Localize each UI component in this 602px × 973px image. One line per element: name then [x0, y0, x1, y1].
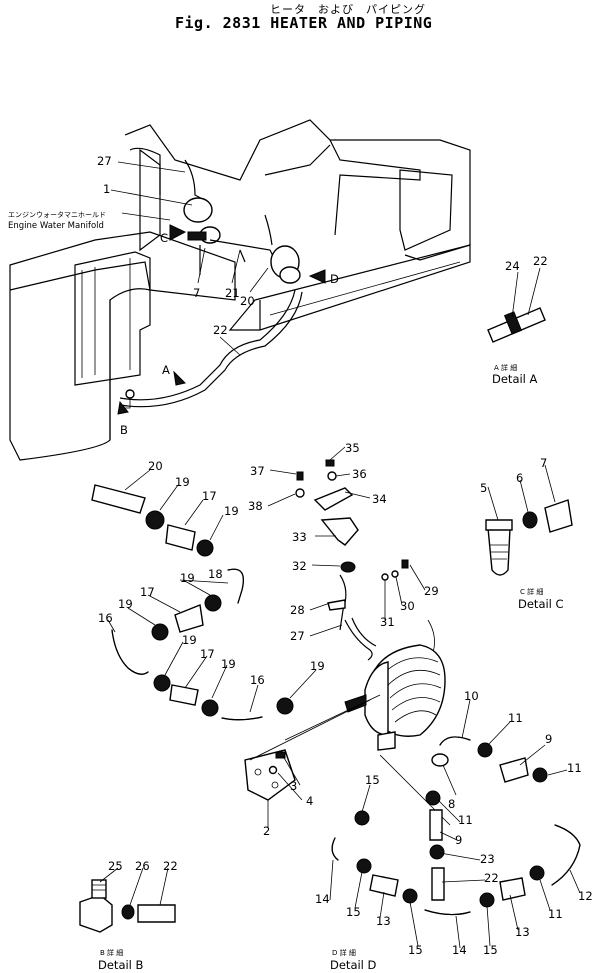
callout-20b: 20: [148, 459, 163, 473]
callout-30: 30: [400, 599, 415, 613]
callout-7: 7: [193, 286, 200, 300]
main-assembly-parts: C D A B: [117, 159, 339, 437]
heater-mount-parts: [295, 459, 409, 661]
arrow-d-label: D: [330, 272, 339, 286]
callout-1: 1: [103, 182, 110, 196]
callout-17a: 17: [202, 489, 217, 503]
title-japanese: ヒータ および パイピング: [270, 3, 426, 16]
detail-a-callout-24: 24: [505, 259, 520, 273]
callout-22d: 22: [484, 871, 499, 885]
callout-18: 18: [208, 567, 223, 581]
callout-15c: 15: [408, 943, 423, 957]
callout-20: 20: [240, 294, 255, 308]
callout-4: 4: [306, 794, 313, 808]
callout-9b: 9: [455, 833, 462, 847]
arrow-b-label: B: [120, 423, 128, 437]
callout-37: 37: [250, 464, 265, 478]
callout-19f: 19: [221, 657, 236, 671]
title-english: Fig. 2831 HEATER AND PIPING: [175, 14, 433, 32]
callout-19g: 19: [310, 659, 325, 673]
manifold-label-en: Engine Water Manifold: [8, 221, 104, 231]
detail-b-callout-25: 25: [108, 859, 123, 873]
callout-14a: 14: [315, 892, 330, 906]
callout-38: 38: [248, 499, 263, 513]
detail-c-drawing: [485, 464, 573, 576]
callout-14b: 14: [452, 943, 467, 957]
callout-21: 21: [225, 286, 240, 300]
heater-core: [344, 619, 446, 751]
mount-leaders: [267, 446, 426, 637]
callout-3: 3: [290, 779, 297, 793]
callout-27b: 27: [290, 629, 305, 643]
callout-12: 12: [578, 889, 593, 903]
left-hose-parts: [91, 484, 294, 721]
callout-13b: 13: [376, 914, 391, 928]
callout-8-num: 8: [448, 797, 455, 811]
callout-19e: 19: [182, 633, 197, 647]
callout-19c: 19: [180, 571, 195, 585]
callout-16a: 16: [98, 611, 113, 625]
detail-c-callout-6: 6: [516, 471, 523, 485]
arrow-a-label: A: [162, 363, 170, 377]
callout-11b: 11: [567, 761, 582, 775]
callout-19a: 19: [175, 475, 190, 489]
callout-33: 33: [292, 530, 307, 544]
detail-b-title: Detail B: [98, 958, 144, 972]
callout-32: 32: [292, 559, 307, 573]
callout-23: 23: [480, 852, 495, 866]
detail-c-callout-7: 7: [540, 456, 547, 470]
detail-c-title: Detail C: [518, 597, 564, 611]
detail-d-title-jp: D 詳 細: [332, 948, 356, 957]
arrow-c-label: C: [160, 231, 168, 245]
callout-15a: 15: [365, 773, 380, 787]
callout-16b: 16: [250, 673, 265, 687]
callout-9a: 9: [545, 732, 552, 746]
callout-11c: 11: [458, 813, 473, 827]
callout-35: 35: [345, 441, 360, 455]
detail-c-title-jp: C 詳 細: [520, 587, 543, 596]
main-leaders: [110, 161, 269, 356]
callout-36: 36: [352, 467, 367, 481]
detail-b-callout-22: 22: [163, 859, 178, 873]
callout-34: 34: [372, 492, 387, 506]
detail-d-leaders: [329, 699, 581, 949]
detail-a-title: Detail A: [492, 372, 538, 386]
callout-2: 2: [263, 824, 270, 838]
detail-a-title-jp: A 詳 細: [494, 363, 517, 372]
callout-31: 31: [380, 615, 395, 629]
machine-body: [9, 119, 471, 461]
detail-d-title: Detail D: [330, 958, 377, 972]
detail-b-title-jp: B 詳 細: [100, 948, 123, 957]
callout-27: 27: [97, 154, 112, 168]
callout-28: 28: [290, 603, 305, 617]
callout-11a: 11: [508, 711, 523, 725]
detail-c-callout-5: 5: [480, 481, 487, 495]
bracket-parts: [244, 694, 451, 828]
callout-29: 29: [424, 584, 439, 598]
detail-a-callout-22: 22: [533, 254, 548, 268]
callout-11d: 11: [548, 907, 563, 921]
detail-b-drawing: [79, 867, 176, 933]
callout-19b: 19: [224, 504, 239, 518]
callout-15d: 15: [483, 943, 498, 957]
manifold-label-jp: エンジンウォータマニホールド: [8, 210, 106, 219]
callout-17c: 17: [200, 647, 215, 661]
callout-17b: 17: [140, 585, 155, 599]
detail-a-drawing: [487, 267, 546, 343]
callout-19d: 19: [118, 597, 133, 611]
left-hose-leaders: [107, 469, 317, 713]
callout-10: 10: [464, 689, 479, 703]
callout-13a: 13: [515, 925, 530, 939]
callout-22: 22: [213, 323, 228, 337]
callout-15b: 15: [346, 905, 361, 919]
detail-b-callout-26: 26: [135, 859, 150, 873]
